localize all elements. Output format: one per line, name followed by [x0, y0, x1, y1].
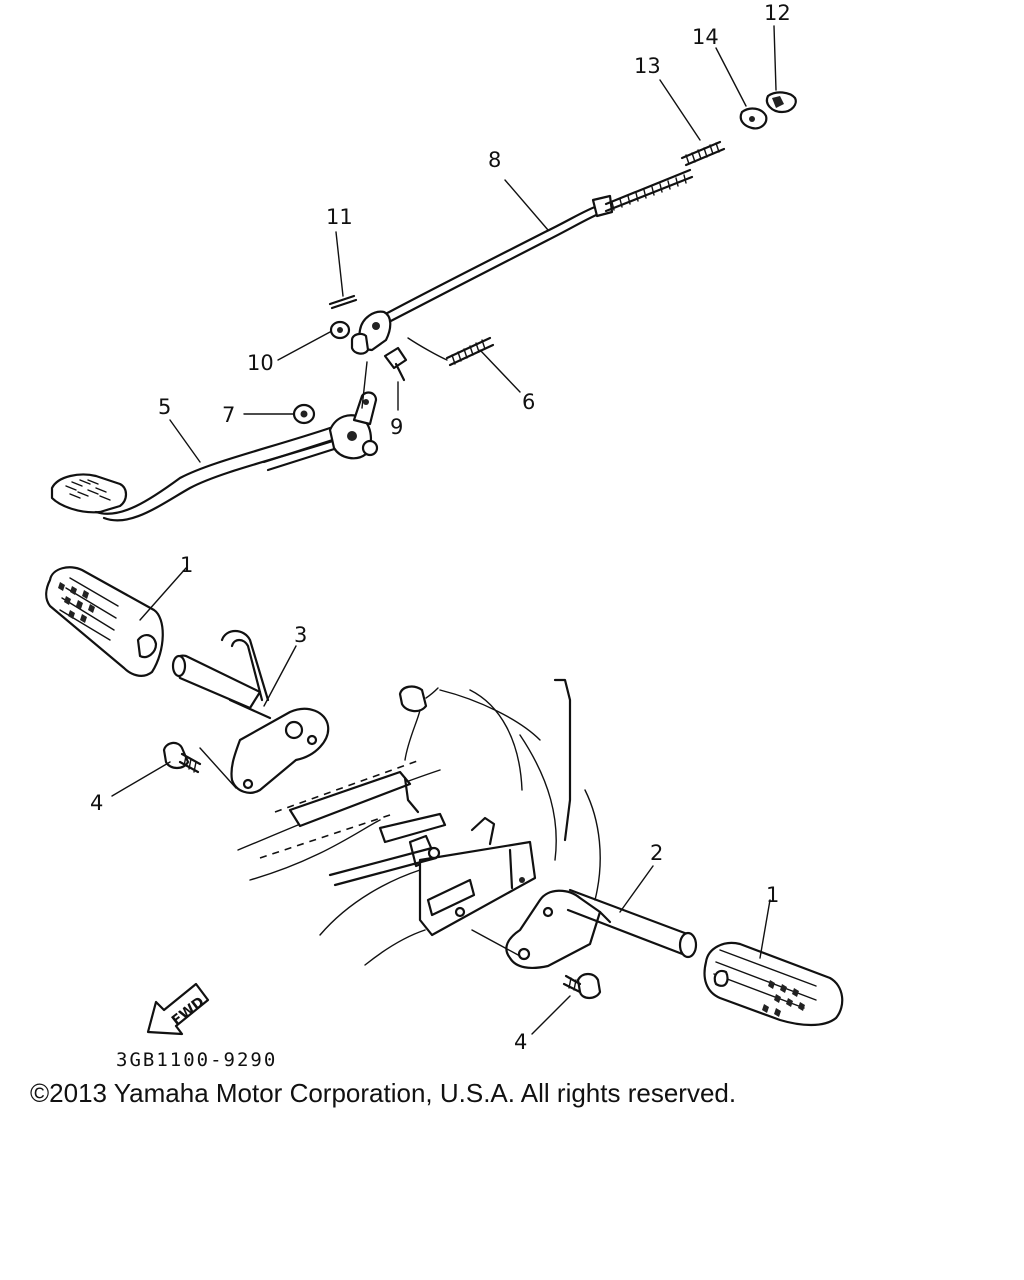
- brake-pedal-5: [50, 391, 379, 522]
- callout-6: 6: [522, 390, 535, 414]
- footrest-rubber-1-left: [45, 566, 164, 677]
- part-code: 3GB1100-9290: [116, 1049, 277, 1071]
- callout-12: 12: [764, 1, 791, 25]
- bolt-4-right: [562, 972, 602, 1000]
- callout-4-left: 4: [90, 791, 103, 815]
- callout-9: 9: [390, 415, 403, 439]
- callout-8: 8: [488, 148, 501, 172]
- washer-7: [292, 403, 316, 425]
- callout-labels: 1 1 2 3 4 4 5 6 7 8 9 10 11 12 13 14: [90, 1, 791, 1054]
- callout-11: 11: [326, 205, 353, 229]
- callout-7: 7: [222, 403, 235, 427]
- callout-2: 2: [650, 841, 663, 865]
- joint-12: [765, 91, 797, 114]
- footrest-bar-3: [171, 629, 330, 794]
- copyright-notice: ©2013 Yamaha Motor Corporation, U.S.A. A…: [30, 1078, 737, 1108]
- cotter-pin-11: [328, 294, 358, 310]
- frame-outline: [237, 678, 601, 966]
- callout-3: 3: [294, 623, 307, 647]
- footrest-bar-2: [505, 888, 698, 969]
- callout-10: 10: [247, 351, 274, 375]
- return-spring-6: [407, 336, 495, 367]
- callout-1-left: 1: [180, 553, 193, 577]
- washer-10: [329, 320, 351, 340]
- footrest-bracket: [288, 770, 537, 937]
- starter-cap: [398, 685, 439, 761]
- callout-1-right: 1: [766, 883, 779, 907]
- spring-13: [680, 140, 726, 167]
- footrest-rubber-1-right: [703, 941, 844, 1027]
- brake-cable: [376, 168, 694, 326]
- pin-9: [383, 346, 408, 382]
- adjusting-nut-14: [739, 107, 768, 130]
- callout-5: 5: [158, 395, 171, 419]
- callout-13: 13: [634, 54, 661, 78]
- callout-4-right: 4: [514, 1030, 527, 1054]
- cable-joint-link: [350, 310, 392, 355]
- fwd-arrow: FWD: [146, 982, 210, 1036]
- leader-lines: [111, 25, 777, 1035]
- callout-14: 14: [692, 25, 719, 49]
- bolt-4-left: [162, 741, 202, 774]
